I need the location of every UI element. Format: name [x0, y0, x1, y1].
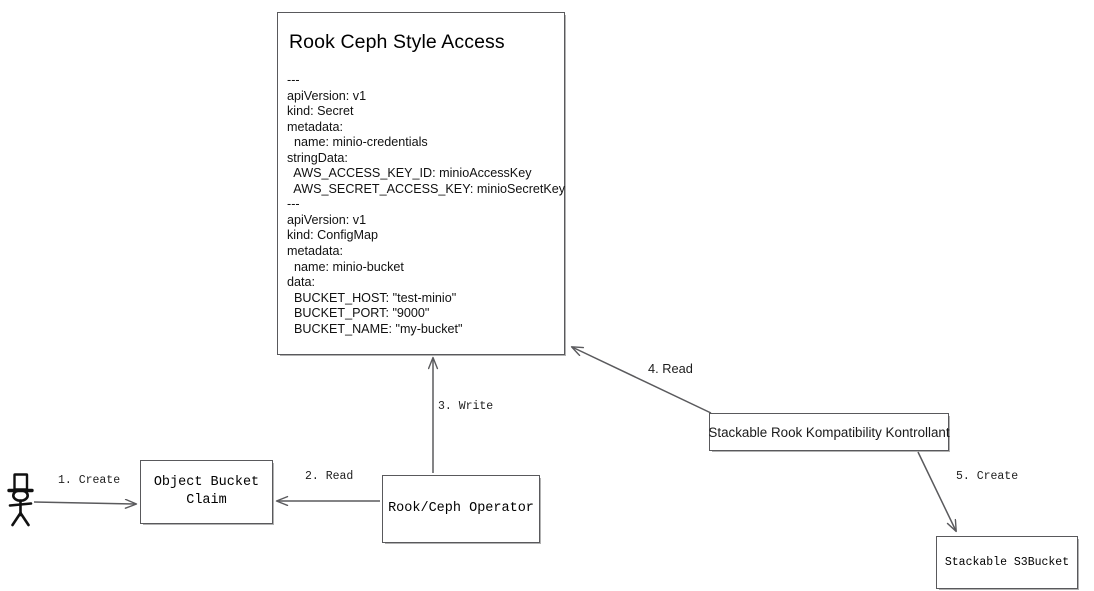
- node-stackable-s3bucket[interactable]: Stackable S3Bucket: [936, 536, 1078, 589]
- node-object-bucket-claim-label: Object Bucket Claim: [153, 475, 260, 508]
- node-rook-ceph-operator-label: Rook/Ceph Operator: [388, 501, 534, 516]
- stick-figure-with-top-hat-icon: [7, 473, 34, 527]
- node-stackable-s3bucket-label: Stackable S3Bucket: [944, 555, 1070, 569]
- edge-label-4-read: 4. Read: [648, 361, 693, 376]
- node-object-bucket-claim[interactable]: Object Bucket Claim: [140, 460, 273, 524]
- edge-label-2-read: 2. Read: [305, 470, 354, 483]
- node-kontrollant-label: Stackable Rook Kompatibility Kontrollant: [708, 424, 950, 440]
- node-stackable-rook-kompatibility-kontrollant[interactable]: Stackable Rook Kompatibility Kontrollant: [708, 413, 950, 451]
- edge-label-1-create: 1. Create: [58, 474, 121, 487]
- edge-4-read: [572, 347, 712, 414]
- edge-label-5-create: 5. Create: [956, 470, 1019, 483]
- edge-label-3-write: 3. Write: [438, 400, 494, 413]
- node-rook-ceph-operator[interactable]: Rook/Ceph Operator: [382, 475, 540, 543]
- yaml-manifest-card[interactable]: Rook Ceph Style Access --- apiVersion: v…: [277, 12, 565, 355]
- edge-1-create: [33, 502, 136, 504]
- yaml-card-body: --- apiVersion: v1 kind: Secret metadata…: [287, 73, 566, 336]
- yaml-card-title: Rook Ceph Style Access: [289, 31, 505, 53]
- edge-5-create: [917, 451, 956, 531]
